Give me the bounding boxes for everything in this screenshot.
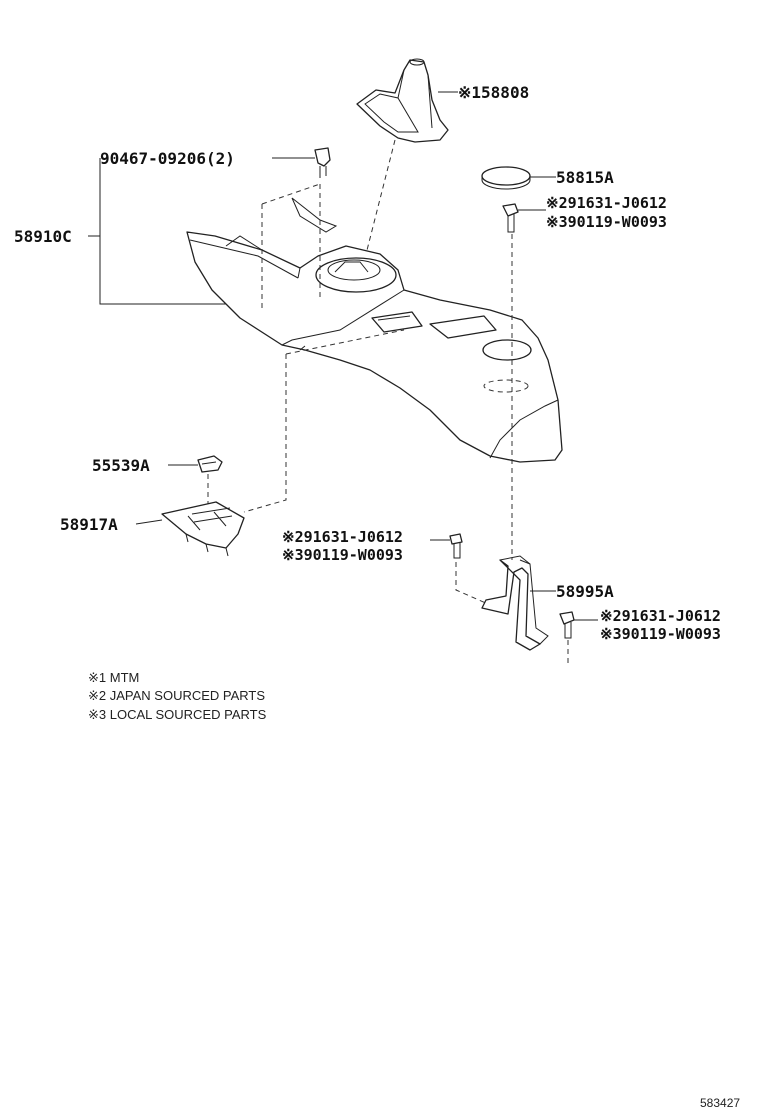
clip-bolt-top[interactable] (314, 147, 331, 178)
console-bracket[interactable] (481, 555, 549, 651)
label-bolt-mid-a: ※291631-J0612 (282, 528, 403, 546)
console-box[interactable] (186, 197, 563, 463)
switch-cover[interactable] (197, 455, 223, 473)
shift-boot[interactable] (356, 58, 449, 143)
label-clip-bolt: 90467-09206(2) (100, 149, 235, 168)
label-bolt-right-a: ※291631-J0612 (546, 194, 667, 212)
label-plug: 58815A (556, 168, 614, 187)
legend-item-3: ※3 LOCAL SOURCED PARTS (88, 707, 267, 722)
label-bolt-right-b: ※390119-W0093 (546, 213, 667, 231)
console-plug[interactable] (481, 166, 531, 190)
label-console: 58910C (14, 227, 72, 246)
legend-item-1: ※1 MTM (88, 670, 139, 685)
console-panel[interactable] (161, 501, 245, 557)
console-hole-outline (483, 379, 529, 393)
label-bolt-mid-b: ※390119-W0093 (282, 546, 403, 564)
diagram-code: 583427 (700, 1096, 740, 1110)
label-switch-cover: 55539A (92, 456, 150, 475)
legend-item-2: ※2 JAPAN SOURCED PARTS (88, 688, 265, 703)
label-panel: 58917A (60, 515, 118, 534)
label-bolt-low-b: ※390119-W0093 (600, 625, 721, 643)
label-bracket: 58995A (556, 582, 614, 601)
label-bolt-low-a: ※291631-J0612 (600, 607, 721, 625)
bolt-middle[interactable] (449, 533, 463, 559)
bolt-lower[interactable] (559, 611, 575, 639)
label-shift-boot: ※158808 (458, 83, 529, 102)
bolt-right[interactable] (502, 203, 519, 233)
